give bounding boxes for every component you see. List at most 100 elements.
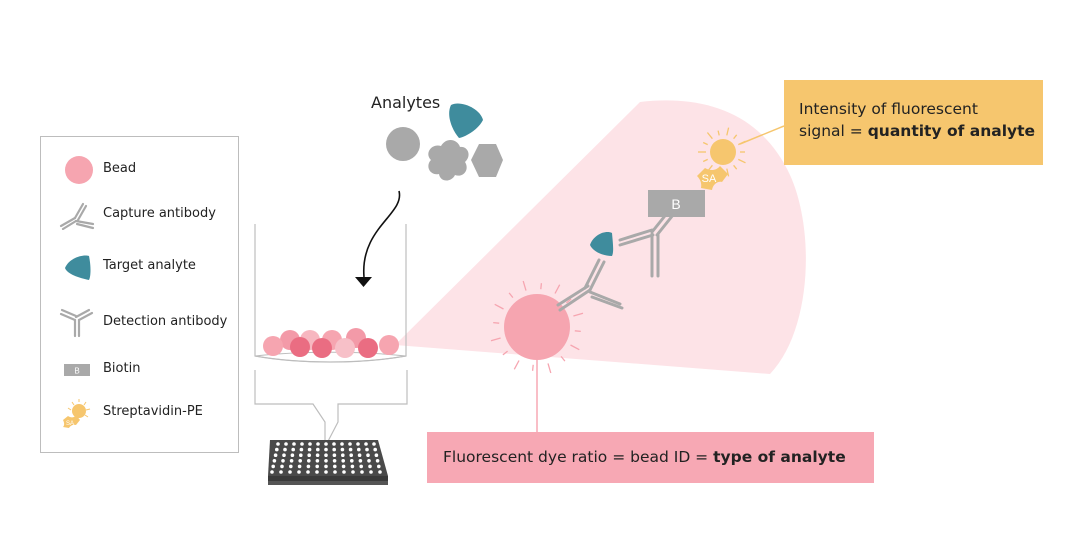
- well-bracket: [254, 370, 408, 448]
- legend-item-streptavidin-pe: SA Streptavidin-PE: [41, 398, 240, 428]
- plate-well: [298, 459, 303, 463]
- plate-well: [350, 464, 355, 469]
- plate-well: [348, 447, 353, 452]
- plate-well: [341, 453, 345, 458]
- plate-well: [364, 442, 368, 446]
- plate-well: [359, 464, 364, 469]
- plate-well: [368, 464, 372, 469]
- plate-well: [340, 442, 344, 446]
- legend-label: Biotin: [103, 361, 141, 376]
- plate-well: [377, 464, 381, 469]
- plate-well: [333, 470, 337, 474]
- legend-label: Capture antibody: [103, 206, 216, 221]
- biotin-icon: B: [64, 364, 90, 376]
- analyte-flower-icon: [428, 139, 469, 181]
- detection-antibody-icon: [59, 308, 94, 338]
- analyte-shapes: [386, 103, 503, 181]
- plate-well: [307, 459, 311, 463]
- plate-well: [299, 453, 303, 458]
- plate-well: [350, 459, 354, 463]
- plate-well: [307, 453, 312, 458]
- microplate: [268, 440, 388, 485]
- plate-well: [374, 453, 379, 458]
- bead-ray: [502, 350, 509, 356]
- plate-well: [332, 447, 337, 452]
- bead-ray: [570, 344, 580, 351]
- plate-well: [276, 442, 280, 446]
- plate-well: [341, 459, 346, 463]
- intensity-callout-prefix: signal =: [799, 122, 868, 140]
- plate-well: [308, 442, 312, 446]
- biotin-icon-letter: B: [74, 367, 79, 376]
- capture-antibody-icon: [556, 258, 624, 312]
- plate-well: [289, 464, 293, 469]
- well-bead: [358, 338, 378, 358]
- bead-id-callout: Fluorescent dye ratio = bead ID = type o…: [427, 432, 874, 483]
- intensity-callout-line2: signal = quantity of analyte: [799, 120, 1035, 142]
- well-bead: [379, 335, 399, 355]
- plate-well: [279, 470, 283, 474]
- plate-well: [284, 442, 288, 446]
- plate-well: [273, 453, 278, 458]
- plate-well: [365, 447, 369, 452]
- plate-well: [300, 442, 304, 446]
- legend-item-biotin: B Biotin: [41, 355, 240, 385]
- legend-item-detection-antibody: Detection antibody: [41, 308, 240, 338]
- pipette-arrow: [355, 190, 401, 287]
- streptavidin-letters: SA: [702, 173, 717, 185]
- sa-ray: [733, 134, 738, 140]
- legend-item-target-analyte: Target analyte: [41, 252, 240, 282]
- plate-well: [299, 447, 304, 452]
- legend-item-capture-antibody: Capture antibody: [41, 200, 240, 230]
- plate-well: [315, 464, 320, 469]
- streptavidin-icon-letters: SA: [66, 421, 74, 427]
- plate-well: [348, 442, 352, 446]
- streptavidin-pe-icon: SA: [697, 127, 746, 190]
- sa-ray: [702, 141, 708, 146]
- plate-well: [306, 464, 311, 469]
- bead-ray: [554, 284, 561, 294]
- plate-well: [324, 470, 328, 474]
- plate-well: [280, 464, 284, 469]
- plate-well: [292, 442, 296, 446]
- microplate-wells: [270, 442, 382, 474]
- well-bead: [312, 338, 332, 358]
- plate-well: [324, 464, 328, 469]
- bead-ray: [513, 360, 520, 370]
- plate-well: [306, 470, 310, 474]
- plate-well: [357, 453, 362, 458]
- target-analyte-icon: [65, 255, 91, 280]
- bead-id-callout-bold: type of analyte: [713, 448, 846, 466]
- plate-well: [341, 464, 346, 469]
- bead-icon: [65, 156, 93, 184]
- bead-ray: [573, 312, 584, 317]
- well-bead: [335, 338, 355, 358]
- legend-label: Target analyte: [103, 258, 196, 273]
- bead-ray: [574, 330, 581, 333]
- analyte-hexagon-icon: [471, 144, 503, 177]
- plate-well: [270, 470, 274, 474]
- plate-well: [378, 470, 382, 474]
- plate-well: [282, 453, 286, 458]
- bead-ray: [508, 292, 514, 299]
- plate-well: [290, 453, 295, 458]
- biotin-letter: B: [671, 196, 680, 212]
- streptavidin-pe-icon: SA: [63, 399, 91, 428]
- plate-well: [272, 459, 277, 463]
- sa-ray: [726, 127, 730, 136]
- plate-well: [375, 459, 380, 463]
- bead-ray: [540, 283, 543, 290]
- bead-ray: [490, 337, 501, 342]
- legend-label: Bead: [103, 161, 137, 176]
- sa-callout-line: [739, 125, 785, 145]
- magnified-bead: [490, 280, 584, 374]
- detection-antibody-icon: [618, 210, 675, 278]
- bead-id-callout-prefix: Fluorescent dye ratio = bead ID =: [443, 448, 714, 466]
- plate-well: [283, 447, 287, 452]
- plate-well: [315, 453, 320, 458]
- bead-ray: [494, 303, 504, 310]
- sa-ray: [738, 140, 746, 146]
- plate-well: [297, 464, 302, 469]
- analyte-circle-icon: [386, 127, 420, 161]
